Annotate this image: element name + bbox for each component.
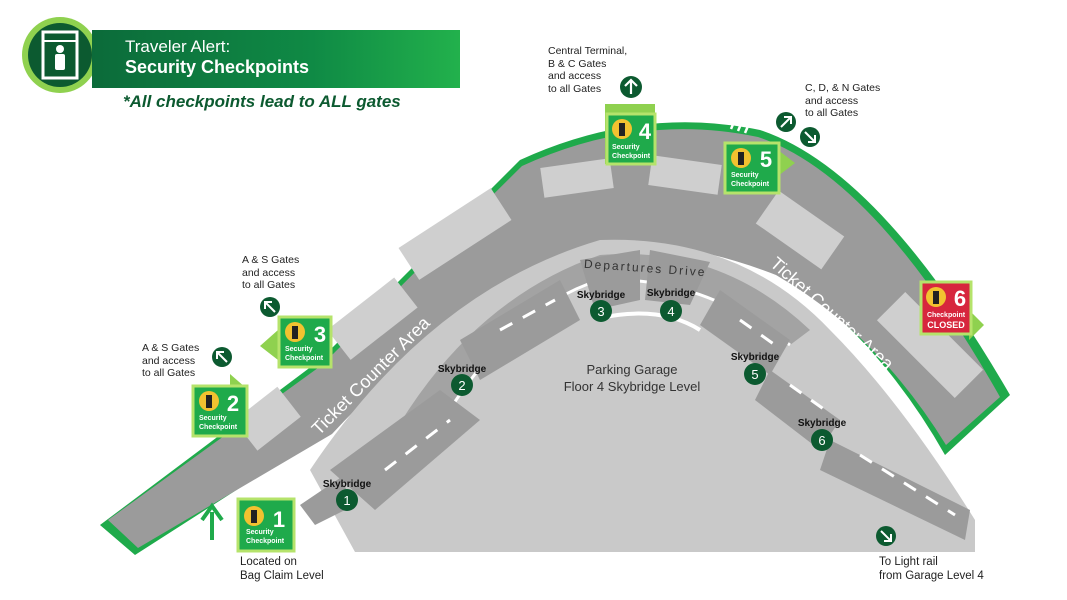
checkpoint-5: 5 Security Checkpoint	[723, 141, 795, 195]
direction-arrow-icon	[212, 347, 232, 367]
security-scanner-icon	[41, 30, 79, 80]
note-line: and access	[805, 94, 859, 107]
svg-text:1: 1	[273, 507, 285, 532]
svg-text:Security: Security	[246, 529, 274, 536]
note-line: and access	[548, 70, 602, 82]
note-line: A & S Gates	[142, 342, 200, 354]
entrance-stripes	[491, 121, 750, 141]
note-line: To Light rail	[879, 556, 938, 568]
svg-text:Skybridge: Skybridge	[731, 352, 780, 363]
note-line: to all Gates	[805, 107, 859, 119]
note-line: to all Gates	[548, 82, 602, 95]
svg-text:4: 4	[639, 119, 652, 144]
svg-text:Security: Security	[612, 144, 640, 151]
note-line: B & C Gates	[548, 57, 607, 70]
direction-arrow-icon	[620, 76, 642, 98]
checkpoint-6-closed: 6 Checkpoint CLOSED	[919, 280, 984, 340]
bag-claim-arrow-icon	[200, 502, 224, 540]
svg-text:Security: Security	[731, 172, 759, 179]
direction-arrow-icon	[260, 297, 280, 317]
direction-arrow-icon	[876, 526, 896, 546]
svg-text:CLOSED: CLOSED	[927, 320, 965, 330]
skybridge-4: Skybridge 4	[647, 288, 696, 322]
svg-text:Security: Security	[285, 346, 313, 353]
svg-text:Checkpoint: Checkpoint	[731, 181, 770, 188]
svg-text:Security: Security	[199, 415, 227, 422]
note-line: to all Gates	[242, 279, 296, 291]
skybridge-6: Skybridge 6	[798, 418, 847, 451]
note-line: and access	[142, 354, 196, 367]
svg-text:Checkpoint: Checkpoint	[927, 312, 966, 319]
as-gates-lower-note: A & S Gates and access to all Gates	[142, 342, 199, 380]
svg-text:4: 4	[667, 304, 674, 319]
svg-text:Checkpoint: Checkpoint	[199, 424, 238, 431]
title-line-2: Security Checkpoints	[125, 57, 310, 77]
parking-garage-label: Parking Garage	[586, 362, 677, 377]
svg-text:2: 2	[227, 391, 239, 416]
note-line: Bag Claim Level	[240, 569, 324, 582]
ticket-counters	[234, 155, 984, 451]
note-line: from Garage Level 4	[879, 569, 984, 582]
checkpoint-1: 1 Security Checkpoint	[236, 497, 296, 553]
skybridge-1: Skybridge 1	[323, 479, 372, 511]
note-line: C, D, & N Gates	[805, 82, 881, 94]
note-line: A & S Gates	[242, 254, 300, 266]
note-line: Located on	[240, 556, 297, 568]
note-line: Central Terminal,	[548, 45, 628, 57]
page-subtitle: *All checkpoints lead to ALL gates	[123, 92, 401, 111]
svg-text:6: 6	[954, 286, 966, 311]
svg-text:Skybridge: Skybridge	[798, 418, 847, 429]
svg-text:Checkpoint: Checkpoint	[612, 153, 651, 160]
svg-text:Skybridge: Skybridge	[647, 288, 696, 299]
light-rail-note: To Light rail from Garage Level 4	[879, 556, 984, 583]
svg-text:Skybridge: Skybridge	[577, 290, 626, 301]
direction-arrow-icon	[776, 112, 796, 132]
cdn-gates-note: C, D, & N Gates and access to all Gates	[805, 82, 880, 120]
svg-text:3: 3	[314, 322, 326, 347]
lane-markings	[384, 298, 956, 517]
parking-floor-label: Floor 4 Skybridge Level	[564, 379, 701, 394]
checkpoint-4: 4 Security Checkpoint	[605, 104, 657, 166]
svg-text:Skybridge: Skybridge	[323, 479, 372, 490]
skybridge-3: Skybridge 3	[577, 290, 626, 322]
svg-text:Checkpoint: Checkpoint	[285, 355, 324, 362]
svg-text:Checkpoint: Checkpoint	[246, 538, 285, 545]
skybridge-5: Skybridge 5	[731, 352, 780, 385]
svg-text:5: 5	[751, 367, 758, 382]
svg-text:2: 2	[458, 378, 465, 393]
direction-arrow-icon	[800, 127, 820, 147]
svg-text:Skybridge: Skybridge	[438, 364, 487, 375]
title-line-1: Traveler Alert:	[125, 37, 231, 56]
svg-text:3: 3	[597, 304, 604, 319]
checkpoint-2: 2 Security Checkpoint	[191, 374, 249, 438]
svg-text:1: 1	[343, 493, 350, 508]
svg-text:5: 5	[760, 147, 772, 172]
parking-garage	[310, 239, 975, 552]
checkpoint-3: 3 Security Checkpoint	[260, 315, 333, 369]
skybridge-2: Skybridge 2	[438, 364, 487, 396]
central-terminal-note: Central Terminal, B & C Gates and access…	[548, 45, 627, 95]
svg-text:6: 6	[818, 433, 825, 448]
page-title: Traveler Alert: Security Checkpoints	[125, 37, 309, 77]
bag-claim-note: Located on Bag Claim Level	[240, 556, 324, 583]
note-line: and access	[242, 266, 296, 279]
header-banner	[92, 30, 460, 88]
note-line: to all Gates	[142, 367, 196, 379]
as-gates-upper-note: A & S Gates and access to all Gates	[242, 254, 299, 292]
